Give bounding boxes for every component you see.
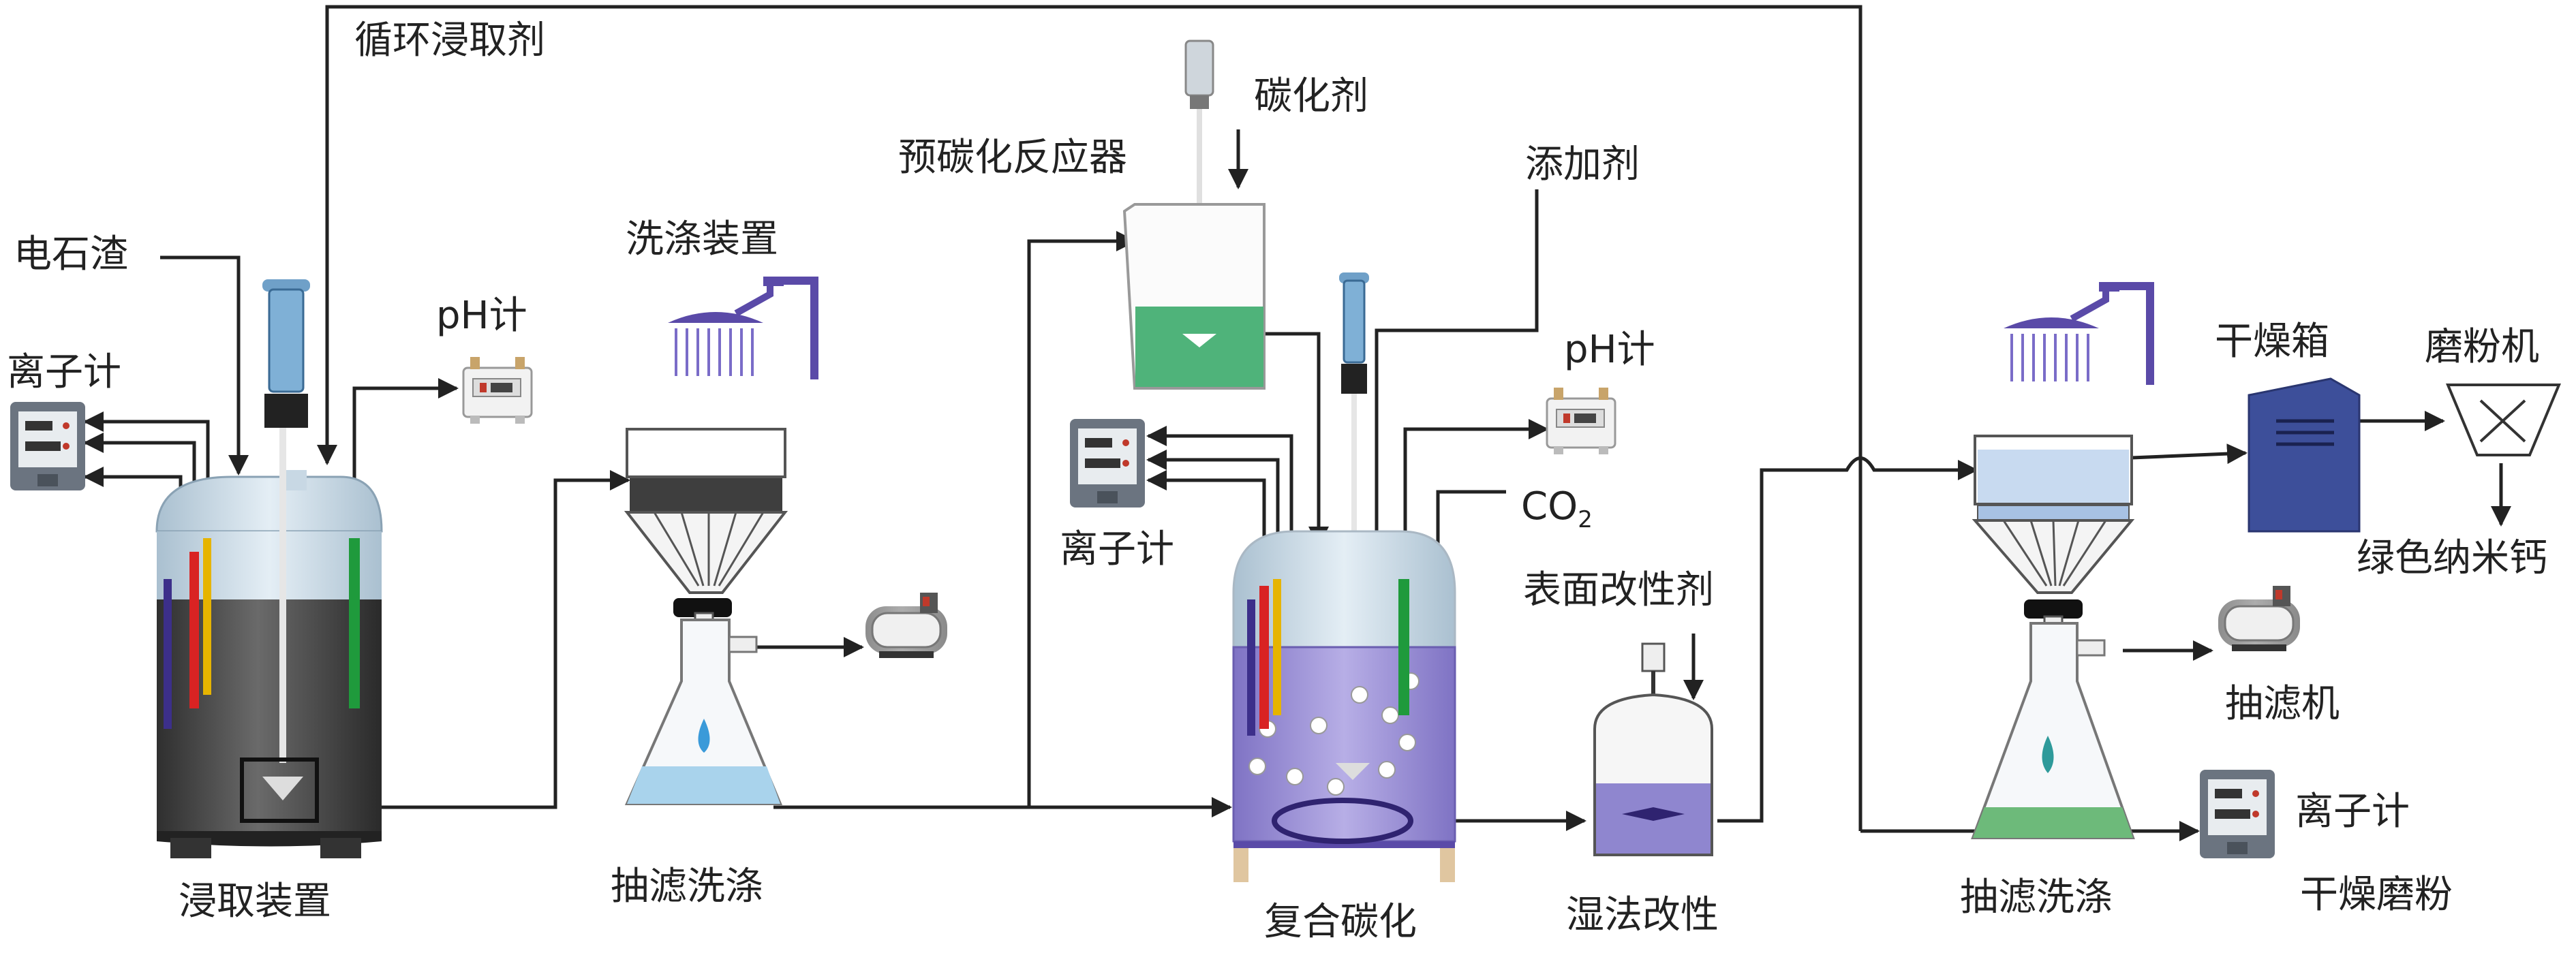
ph-meter-icon <box>1546 386 1616 456</box>
wet-modification-vessel <box>1593 642 1713 856</box>
drying-oven <box>2248 377 2361 533</box>
ion-meter-icon <box>1070 419 1145 507</box>
label-washing-device: 洗涤装置 <box>626 217 778 262</box>
label-carbonizing-agent: 碳化剂 <box>1254 74 1368 119</box>
ion-meter-icon <box>10 402 85 490</box>
funnel-filter-1 <box>624 428 788 805</box>
label-ion-meter-2: 离子计 <box>1060 527 1174 572</box>
shower-icon <box>2004 282 2150 385</box>
label-leaching-device: 浸取装置 <box>179 879 331 924</box>
pre-carbonization-beaker <box>1122 40 1266 390</box>
grinder <box>2445 384 2562 456</box>
label-pre-carbonization-reactor: 预碳化反应器 <box>898 136 1127 180</box>
label-recycle-leachant: 循环浸取剂 <box>354 18 545 63</box>
label-composite-carbonization: 复合碳化 <box>1264 900 1417 944</box>
label-ph-meter-2: pH计 <box>1564 328 1655 372</box>
label-grinder: 磨粉机 <box>2425 325 2539 369</box>
ph-meter-icon <box>462 356 533 425</box>
vacuum-pump-icon <box>2217 584 2301 653</box>
label-green-nano-calcium: 绿色纳米钙 <box>2357 536 2547 580</box>
label-suction-wash-2: 抽滤洗涤 <box>1960 875 2113 920</box>
label-suction-wash-1: 抽滤洗涤 <box>611 864 763 909</box>
vacuum-pump-icon <box>864 591 949 659</box>
label-wet-modification: 湿法改性 <box>1566 893 1719 937</box>
funnel-filter-2 <box>1971 435 2135 839</box>
label-ion-meter-3: 离子计 <box>2295 790 2410 834</box>
label-drying-oven: 干燥箱 <box>2215 319 2329 364</box>
shower-icon <box>668 277 814 379</box>
ion-meter-icon <box>2200 770 2275 858</box>
label-ion-meter-1: 离子计 <box>7 350 121 394</box>
label-ph-meter-1: pH计 <box>436 294 527 338</box>
label-additive: 添加剂 <box>1525 142 1640 187</box>
label-calcium-carbide-slag: 电石渣 <box>14 232 128 277</box>
label-dry-grinding: 干燥磨粉 <box>2300 873 2453 917</box>
leaching-vessel <box>155 279 383 858</box>
label-surface-modifier: 表面改性剂 <box>1523 568 1714 612</box>
composite-carbonization-reactor <box>1232 272 1456 882</box>
label-suction-filter-machine: 抽滤机 <box>2225 682 2340 726</box>
label-co2: CO2 <box>1521 484 1593 533</box>
